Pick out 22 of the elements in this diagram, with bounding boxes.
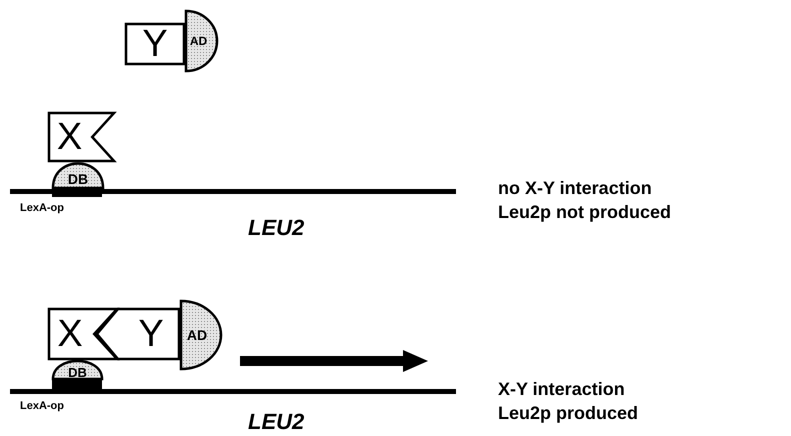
domain-label: Y xyxy=(138,315,164,353)
domain-label: X xyxy=(56,118,82,156)
binding-domain xyxy=(52,162,104,189)
gene-label: LEU2 xyxy=(248,214,304,242)
result-text: no X-Y interaction xyxy=(498,177,652,200)
protein-flag xyxy=(48,112,115,162)
operator-label: LexA-op xyxy=(20,202,64,216)
domain-label: DB xyxy=(68,172,88,186)
protein-box xyxy=(125,23,185,65)
result-text: X-Y interaction xyxy=(498,378,625,400)
domain-label: DB xyxy=(68,366,87,378)
gene-label: LEU2 xyxy=(248,408,304,436)
domain-label: X xyxy=(57,315,83,353)
domain-label: AD xyxy=(190,35,208,47)
domain-label: Y xyxy=(142,25,168,63)
activation-domain xyxy=(185,10,218,72)
operator-label: LexA-op xyxy=(20,400,64,414)
binding-domain xyxy=(52,360,103,380)
result-text: Leu2p not produced xyxy=(498,201,671,224)
result-text: Leu2p produced xyxy=(498,402,638,424)
activation-domain xyxy=(180,300,222,370)
domain-label: AD xyxy=(186,328,208,342)
